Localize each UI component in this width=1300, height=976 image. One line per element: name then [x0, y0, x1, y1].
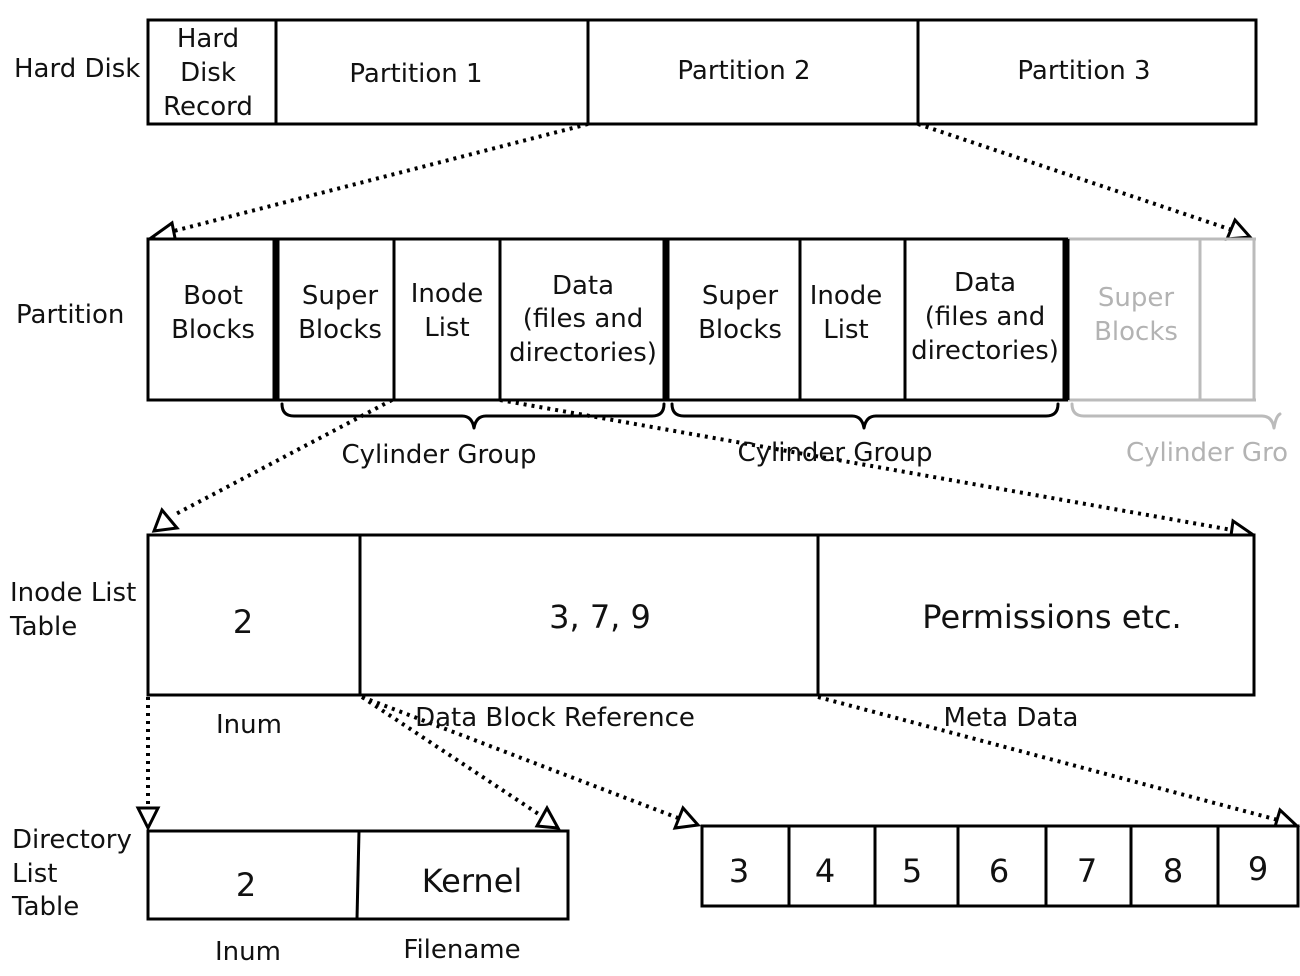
data-block-cell: 5: [902, 852, 922, 890]
super-blocks-2-line-2: Blocks: [698, 315, 782, 345]
super-blocks-faded-line-2: Blocks: [1094, 317, 1178, 347]
data-block-cell: 9: [1248, 850, 1268, 888]
inode-table-meta-caption: Meta Data: [944, 703, 1079, 733]
super-blocks-2-line-1: Super: [702, 281, 778, 311]
directory-table-label-line-2: List: [12, 859, 57, 889]
arrow-blockref-to-filename: [360, 695, 542, 817]
directory-table-label-line-3: Table: [11, 892, 79, 922]
arrow-inodelist-to-table-left: [173, 398, 393, 517]
arrow-partition2-to-partition-left: [169, 122, 589, 234]
hard-disk-record-line-2: Disk: [180, 58, 236, 88]
inode-list-2-line-2: List: [823, 315, 868, 345]
data-1-line-1: Data: [552, 271, 614, 301]
data-block-cell: 7: [1077, 852, 1097, 890]
cylinder-group-brace-1: [280, 402, 666, 430]
arrowhead-blocks-left: [672, 805, 701, 830]
inode-list-1-line-1: Inode: [411, 279, 484, 309]
inode-list-table-row: Inode List Table 2 3, 7, 9 Permissions e…: [9, 533, 1256, 740]
arrow-partition2-to-partition-right: [917, 122, 1233, 232]
partition-row-label: Partition: [16, 300, 124, 330]
directory-table-inum-cell: 2: [236, 866, 256, 904]
data-block-cell: 8: [1163, 852, 1183, 890]
inode-table-inum-cell: 2: [233, 603, 253, 641]
arrowhead-directory-right: [534, 804, 561, 830]
hard-disk-record-cell: Hard Disk Record: [163, 24, 253, 122]
inode-list-1-line-2: List: [424, 313, 469, 343]
boot-blocks-cell: Boot Blocks: [171, 281, 255, 345]
directory-list-table-row: Directory List Table 2 Kernel Inum Filen…: [11, 825, 570, 967]
inode-table-label-line-2: Table: [9, 612, 77, 642]
inode-table-label-line-1: Inode List: [10, 578, 136, 608]
hard-disk-record-line-3: Record: [163, 92, 253, 122]
cylinder-group-brace-2: [670, 402, 1060, 430]
inode-table-box: [146, 533, 1256, 697]
arrowhead-directory-left: [135, 806, 161, 832]
data-cell-1: Data (files and directories): [509, 271, 657, 368]
data-block-cell: 4: [815, 852, 835, 890]
inode-list-cell-1: Inode List: [411, 279, 484, 343]
super-blocks-cell-1: Super Blocks: [298, 281, 382, 345]
data-1-line-3: directories): [509, 338, 657, 368]
data-cell-2: Data (files and directories): [911, 268, 1059, 366]
partition-box: [146, 237, 1068, 402]
boot-blocks-line-2: Blocks: [171, 315, 255, 345]
data-1-line-2: (files and: [523, 304, 643, 334]
arrowhead-partition-right: [1224, 217, 1254, 241]
data-block-strip: 3 4 5 6 7 8 9: [700, 824, 1300, 908]
partition-3-cell: Partition 3: [1017, 56, 1150, 86]
cylinder-group-label-1: Cylinder Group: [341, 440, 536, 470]
super-blocks-faded-line-1: Super: [1098, 283, 1174, 313]
hard-disk-record-line-1: Hard: [177, 24, 239, 54]
cylinder-group-brace-faded: [1070, 402, 1282, 430]
inode-table-blocks-cell: 3, 7, 9: [549, 598, 651, 636]
arrow-blockref-to-blocks: [361, 695, 679, 820]
super-blocks-cell-2: Super Blocks: [698, 281, 782, 345]
partition-2-cell: Partition 2: [677, 56, 810, 86]
hard-disk-row-label: Hard Disk: [14, 54, 140, 84]
directory-table-inum-caption: Inum: [215, 937, 281, 967]
partition-row: Partition Boot Blocks Super Blocks Inode…: [16, 237, 1288, 470]
directory-table-divider: [355, 830, 361, 920]
cylinder-group-label-2: Cylinder Group: [737, 438, 932, 468]
hard-disk-box: [146, 18, 1258, 126]
connector-arrows: [135, 122, 1300, 832]
inode-table-meta-cell: Permissions etc.: [922, 598, 1181, 636]
arrowhead-inodetable-left: [151, 507, 180, 533]
directory-table-label-line-1: Directory: [12, 825, 132, 855]
super-blocks-cell-faded: Super Blocks: [1094, 283, 1178, 347]
inode-table-blocks-caption: Data Block Reference: [415, 703, 695, 733]
boot-blocks-line-1: Boot: [183, 281, 243, 311]
inode-list-2-line-1: Inode: [810, 281, 883, 311]
data-2-line-2: (files and: [925, 302, 1045, 332]
super-blocks-1-line-2: Blocks: [298, 315, 382, 345]
cylinder-group-label-faded: Cylinder Gro: [1126, 438, 1288, 468]
inode-table-inum-caption: Inum: [216, 710, 282, 740]
partition-1-cell: Partition 1: [349, 59, 482, 89]
data-2-line-1: Data: [954, 268, 1016, 298]
hard-disk-row: Hard Disk Hard Disk Record Partition 1 P…: [14, 18, 1258, 126]
data-block-cell: 3: [729, 852, 749, 890]
super-blocks-1-line-1: Super: [302, 281, 378, 311]
data-block-strip-box: [700, 824, 1300, 908]
data-block-cell: 6: [989, 852, 1009, 890]
inode-list-cell-2: Inode List: [810, 281, 883, 345]
data-2-line-3: directories): [911, 336, 1059, 366]
directory-table-filename-caption: Filename: [403, 935, 520, 965]
directory-table-filename-cell: Kernel: [422, 862, 523, 900]
